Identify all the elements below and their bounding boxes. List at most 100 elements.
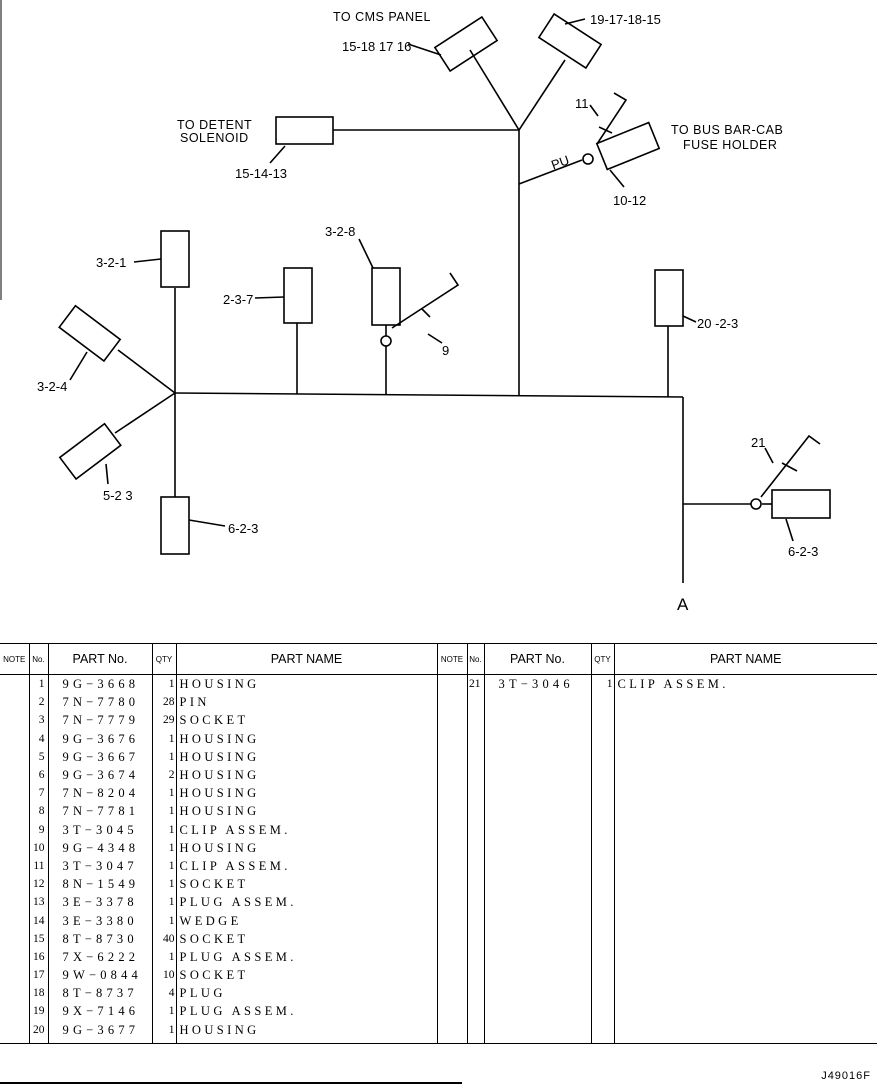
note-cell — [436, 711, 467, 730]
item-number-cell: 8 — [28, 802, 48, 821]
part-name-cell: SOCKET — [175, 875, 437, 894]
item-number-cell: 4 — [28, 729, 48, 748]
note-cell — [436, 911, 467, 930]
header-part-no: PART No. — [483, 643, 591, 675]
quantity-cell: 28 — [151, 693, 176, 712]
quantity-cell — [590, 911, 614, 930]
part-name-cell — [613, 1020, 877, 1039]
item-number-cell: 19 — [28, 1002, 48, 1021]
quantity-cell — [590, 1002, 614, 1021]
part-number-cell: 8N−1549 — [47, 875, 152, 894]
parts-list-table: NOTE No. PART No. QTY PART NAME NOTE No.… — [0, 643, 877, 1043]
item-number-cell: 20 — [28, 1020, 48, 1039]
note-cell — [436, 838, 467, 857]
quantity-cell: 1 — [151, 838, 176, 857]
part-name-cell: CLIP ASSEM. — [175, 820, 437, 839]
wiring-harness-diagram: TO CMS PANEL 15-18 17 16 19-17-18-15 TO … — [0, 0, 831, 614]
note-cell — [0, 839, 29, 857]
quantity-cell: 4 — [151, 984, 176, 1003]
part-number-cell: 7N−7781 — [47, 802, 152, 821]
drawing-code: J49016F — [821, 1070, 871, 1082]
part-number-cell — [483, 1020, 591, 1039]
empty-cell — [28, 1038, 48, 1043]
quantity-cell: 1 — [151, 856, 176, 876]
part-number-cell: 7X−6222 — [47, 947, 152, 966]
note-cell — [436, 820, 467, 839]
part-number-cell — [483, 711, 591, 730]
part-name-cell: HOUSING — [175, 1020, 437, 1039]
item-number-cell: 14 — [28, 911, 48, 930]
part-name-cell: SOCKET — [175, 966, 437, 985]
note-cell — [0, 930, 29, 948]
callout-3-2-8: 3-2-8 — [325, 224, 355, 239]
quantity-cell — [590, 838, 614, 857]
note-cell — [0, 911, 29, 929]
part-name-cell — [613, 765, 877, 785]
part-number-cell — [483, 947, 591, 966]
callout-3-2-4: 3-2-4 — [37, 379, 67, 394]
label-detent-line1: TO DETENT — [177, 118, 252, 132]
empty-cell — [47, 1038, 152, 1043]
part-name-cell — [613, 711, 877, 730]
note-cell — [436, 1002, 467, 1021]
note-cell — [436, 893, 467, 912]
empty-cell — [483, 1038, 591, 1043]
part-name-cell: WEDGE — [175, 911, 437, 930]
item-number-cell — [466, 1020, 484, 1039]
part-name-cell: HOUSING — [175, 802, 437, 821]
part-number-cell — [483, 693, 591, 712]
note-cell — [0, 948, 29, 966]
item-number-cell — [466, 893, 484, 912]
part-name-cell: PLUG ASSEM. — [175, 947, 437, 966]
part-number-cell — [483, 929, 591, 948]
part-number-cell: 9G−3674 — [47, 765, 152, 785]
quantity-cell: 1 — [590, 674, 614, 694]
callout-clip-21: 21 — [751, 435, 765, 450]
quantity-cell — [590, 984, 614, 1003]
table-bottom-rule — [0, 1043, 877, 1044]
header-qty: QTY — [151, 643, 176, 675]
part-name-cell — [613, 856, 877, 876]
part-name-cell — [613, 784, 877, 803]
part-name-cell: CLIP ASSEM. — [613, 674, 877, 694]
item-number-cell: 1 — [28, 674, 48, 694]
part-name-cell: SOCKET — [175, 711, 437, 730]
part-number-cell: 8T−8730 — [47, 929, 152, 948]
part-name-cell: HOUSING — [175, 784, 437, 803]
part-number-cell: 3T−3046 — [483, 674, 591, 694]
part-name-cell: PLUG ASSEM. — [175, 1002, 437, 1021]
quantity-cell: 1 — [151, 820, 176, 839]
quantity-cell: 29 — [151, 711, 176, 730]
part-name-cell — [613, 693, 877, 712]
connector-6-2-3-right — [771, 489, 831, 519]
item-number-cell — [466, 875, 484, 894]
part-name-cell: SOCKET — [175, 929, 437, 948]
header-part-name: PART NAME — [613, 643, 877, 675]
part-name-cell: HOUSING — [175, 747, 437, 766]
quantity-cell — [590, 711, 614, 730]
quantity-cell — [590, 875, 614, 894]
part-number-cell: 9G−3668 — [47, 674, 152, 694]
part-number-cell — [483, 966, 591, 985]
label-detent-line2: SOLENOID — [180, 131, 249, 145]
part-number-cell: 9X−7146 — [47, 1002, 152, 1021]
note-cell — [436, 747, 467, 766]
item-number-cell: 11 — [28, 856, 48, 876]
item-number-cell — [466, 784, 484, 803]
quantity-cell: 1 — [151, 911, 176, 930]
header-part-name: PART NAME — [175, 643, 437, 675]
quantity-cell — [590, 729, 614, 748]
quantity-cell — [590, 1020, 614, 1039]
item-number-cell: 16 — [28, 947, 48, 966]
quantity-cell — [590, 929, 614, 948]
part-name-cell: HOUSING — [175, 674, 437, 694]
connector-2-3-7 — [283, 267, 313, 324]
note-cell — [436, 947, 467, 966]
label-pu: PU — [549, 152, 571, 172]
header-note: NOTE — [436, 643, 467, 675]
